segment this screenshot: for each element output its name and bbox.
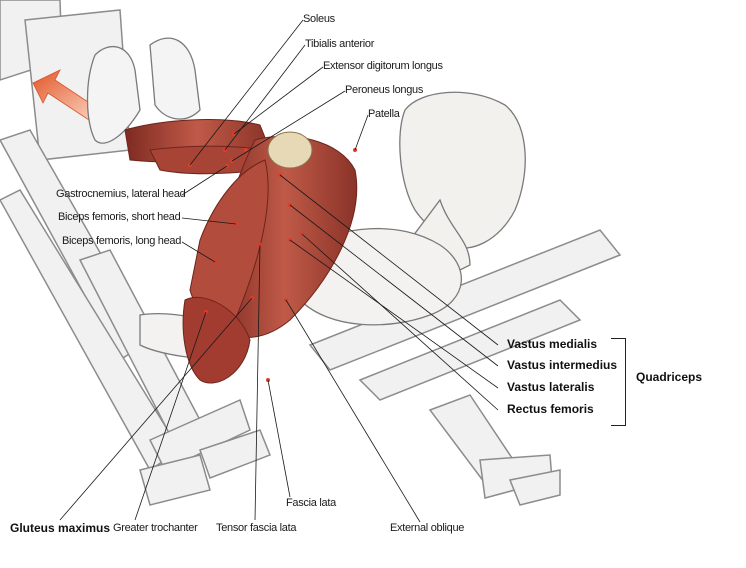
label-peroneus-longus: Peroneus longus — [345, 84, 424, 96]
feet — [86, 37, 201, 144]
label-soleus: Soleus — [303, 13, 335, 25]
label-vastus-intermedius: Vastus intermedius — [507, 358, 618, 372]
label-biceps-femoris-long-head: Biceps femoris, long head — [62, 235, 182, 247]
label-gluteus-maximus: Gluteus maximus — [10, 521, 111, 535]
label-fascia-lata: Fascia lata — [286, 497, 336, 509]
label-quadriceps: Quadriceps — [636, 370, 703, 384]
label-vastus-medialis: Vastus medialis — [507, 337, 598, 351]
label-external-oblique: External oblique — [390, 522, 465, 534]
leader-lines — [59, 19, 499, 523]
label-biceps-femoris-short-head: Biceps femoris, short head — [58, 211, 181, 223]
label-tensor-fascia-lata: Tensor fascia lata — [216, 522, 297, 534]
label-extensor-digitorum-longus: Extensor digitorum longus — [323, 60, 443, 72]
label-patella: Patella — [368, 108, 400, 120]
lower-leg-muscles — [124, 119, 271, 175]
label-gastrocnemius-lateral-head: Gastrocnemius, lateral head — [56, 188, 186, 200]
label-vastus-lateralis: Vastus lateralis — [507, 380, 595, 394]
quadriceps-bracket — [611, 338, 626, 426]
label-rectus-femoris: Rectus femoris — [507, 402, 594, 416]
label-greater-trochanter: Greater trochanter — [113, 522, 198, 534]
thigh-muscles — [182, 131, 358, 384]
label-tibialis-anterior: Tibialis anterior — [305, 38, 375, 50]
